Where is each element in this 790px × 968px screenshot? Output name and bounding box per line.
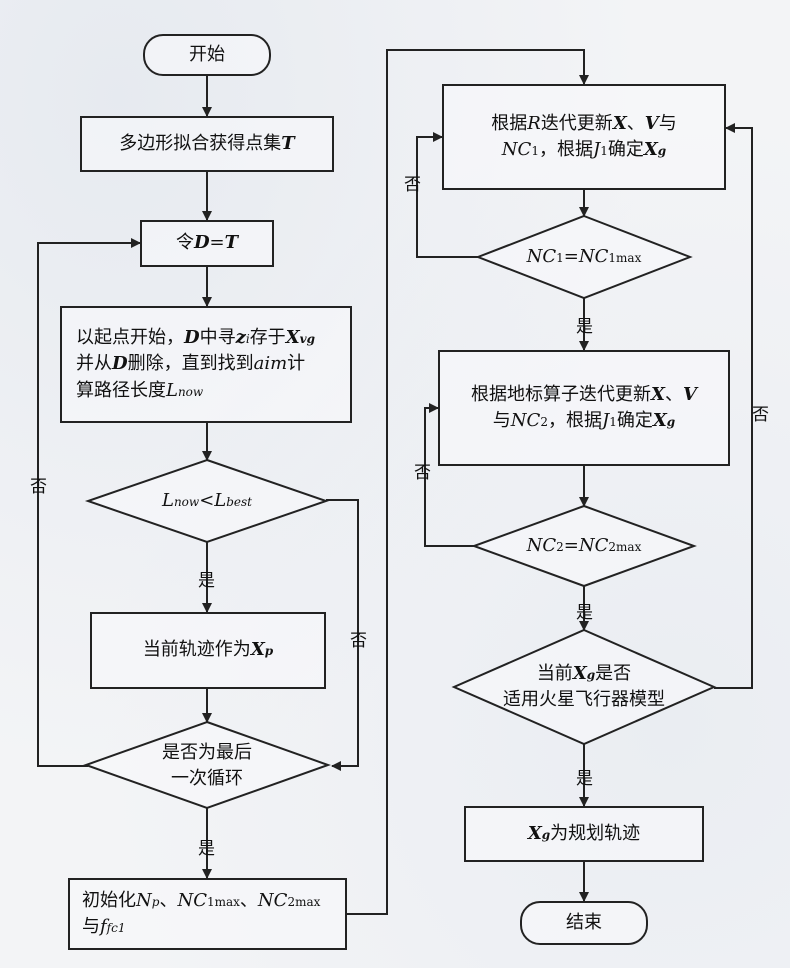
update-landmark-box: 根据地标算子迭代更新X、V 与NC2，根据J1确定Xg	[438, 350, 730, 466]
decision-nc2-label: NC2=NC2max	[526, 534, 642, 556]
decision-mars-shape	[451, 628, 717, 746]
search-path-box: 以起点开始，D中寻zi存于Xvg 并从D删除，直到找到aim计 算路径长度Lno…	[60, 306, 352, 423]
start-label: 开始	[189, 43, 225, 65]
decision-nc1-shape	[475, 214, 693, 300]
decision-last-loop-label: 是否为最后 一次循环	[162, 741, 252, 789]
let-d-label: 令D=T	[175, 232, 239, 254]
no-label-mars: 否	[752, 405, 769, 425]
no-label-nc2: 否	[414, 463, 431, 483]
branch-no-cmp-to-last	[326, 499, 359, 771]
yes-label-length: 是	[198, 571, 215, 591]
set-xp-box: 当前轨迹作为Xp	[90, 612, 326, 689]
search-path-label: 以起点开始，D中寻zi存于Xvg 并从D删除，直到找到aim计 算路径长度Lno…	[76, 327, 316, 401]
start-terminal: 开始	[143, 34, 271, 76]
yes-label-nc2: 是	[576, 603, 593, 623]
update-r-box: 根据R迭代更新X、V与 NC1，根据J1确定Xg	[442, 84, 726, 190]
loop-no-last-to-letd	[37, 238, 141, 767]
result-box: Xg为规划轨迹	[464, 806, 704, 862]
result-label: Xg为规划轨迹	[527, 822, 641, 844]
no-label-nc1: 否	[404, 175, 421, 195]
yes-label-nc1: 是	[576, 317, 593, 337]
decision-nc2-shape	[471, 504, 697, 588]
init-box: 初始化Np、NC1max、NC2max 与ffc1	[68, 878, 347, 950]
loop-no-nc1	[416, 132, 478, 258]
loop-no-nc2	[424, 403, 474, 547]
no-label-length: 否	[350, 631, 367, 651]
let-d-box: 令D=T	[140, 220, 274, 267]
yes-label-mars: 是	[576, 769, 593, 789]
update-landmark-label: 根据地标算子迭代更新X、V 与NC2，根据J1确定Xg	[471, 383, 697, 431]
set-xp-label: 当前轨迹作为Xp	[142, 639, 274, 661]
decision-nc1-label: NC1=NC1max	[526, 245, 642, 267]
arrow-init-to-update	[347, 49, 589, 915]
decision-length-shape	[84, 458, 330, 544]
no-label-last-loop: 否	[30, 477, 47, 497]
end-terminal: 结束	[520, 901, 648, 945]
loop-no-mars	[714, 123, 753, 689]
decision-last-loop-shape	[83, 720, 331, 810]
update-r-label: 根据R迭代更新X、V与 NC1，根据J1确定Xg	[491, 112, 677, 160]
init-label: 初始化Np、NC1max、NC2max 与ffc1	[82, 889, 321, 937]
end-label: 结束	[566, 911, 602, 933]
polygon-fit-box: 多边形拟合获得点集T	[80, 116, 334, 172]
decision-length-label: Lnow<Lbest	[162, 489, 252, 511]
polygon-fit-label: 多边形拟合获得点集T	[119, 132, 295, 154]
decision-mars-label: 当前Xg是否 适用火星飞行器模型	[503, 662, 665, 710]
yes-label-last-loop: 是	[198, 839, 215, 859]
